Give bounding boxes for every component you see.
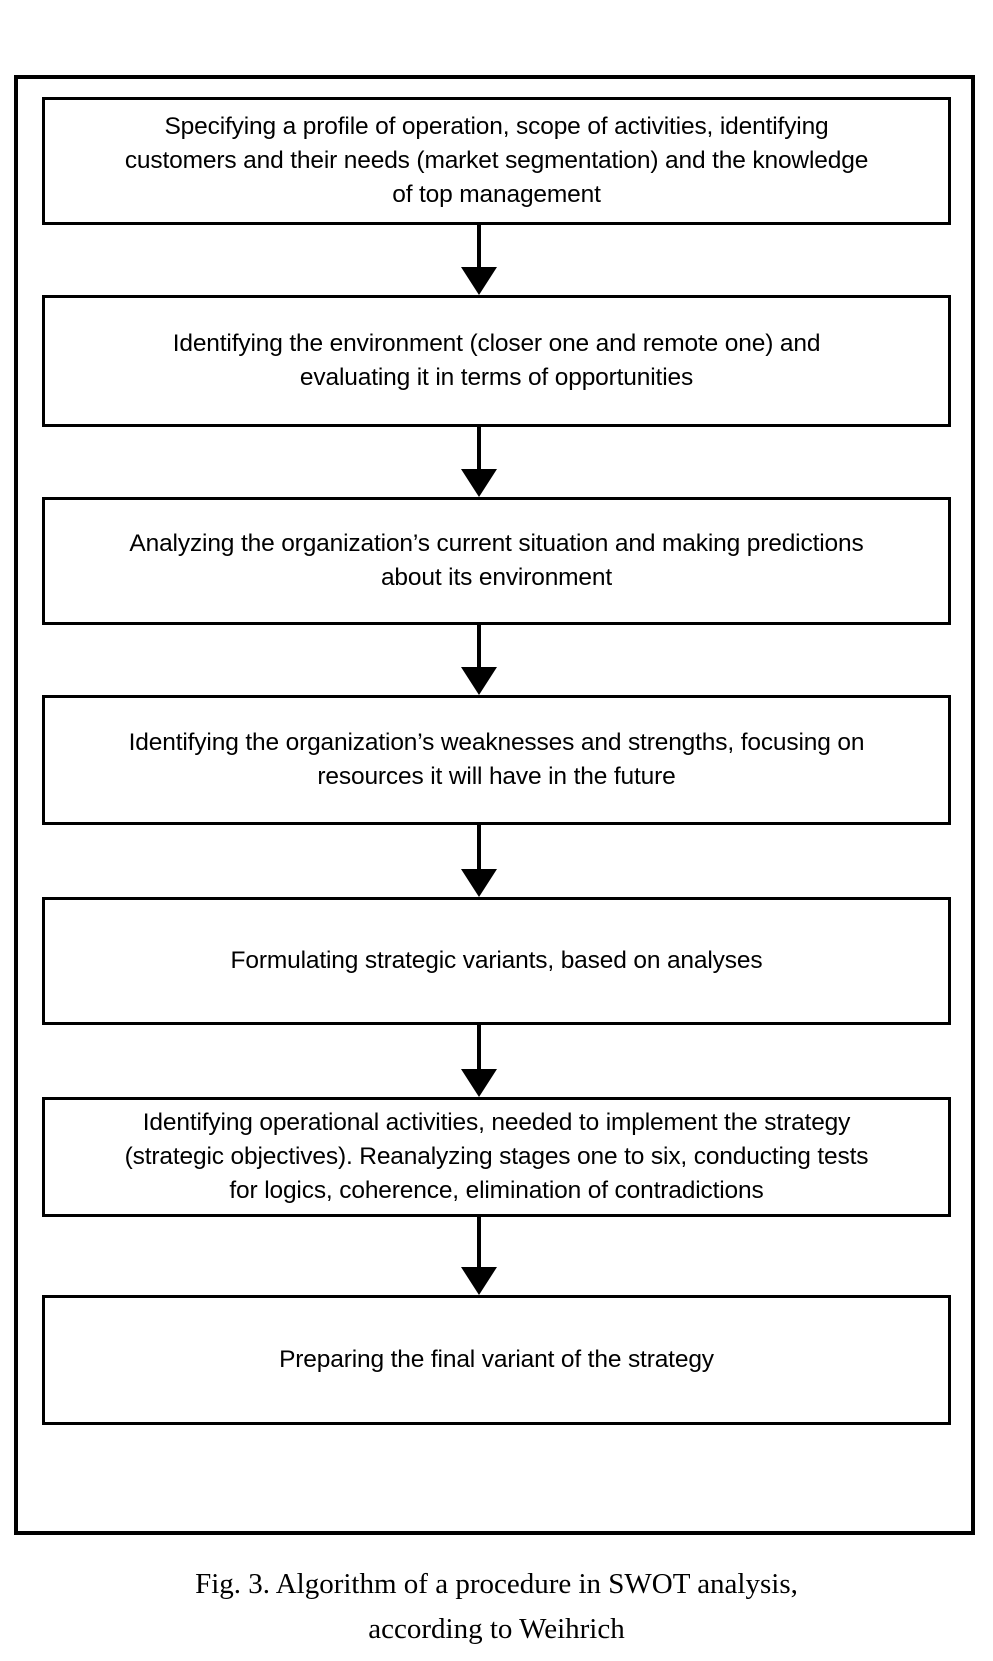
arrow-step-4-to-step-5 [461, 825, 497, 897]
arrow-stem [477, 1025, 481, 1069]
arrow-head-down-icon [461, 469, 497, 497]
figure-outer-border: Specifying a profile of operation, scope… [14, 75, 975, 1535]
flowchart-step-3: Analyzing the organization’s current sit… [42, 497, 951, 625]
arrow-head-down-icon [461, 1267, 497, 1295]
arrow-step-3-to-step-4 [461, 625, 497, 695]
flowchart-step-2-label: Identifying the environment (closer one … [172, 330, 821, 391]
arrow-head-down-icon [461, 869, 497, 897]
arrow-stem [477, 225, 481, 267]
flowchart-step-2: Identifying the environment (closer one … [42, 295, 951, 427]
arrow-stem [477, 825, 481, 869]
flowchart-step-7-label: Preparing the final variant of the strat… [279, 1346, 714, 1373]
arrow-step-5-to-step-6 [461, 1025, 497, 1097]
flowchart-step-5-label: Formulating strategic variants, based on… [230, 947, 763, 974]
arrow-head-down-icon [461, 667, 497, 695]
flowchart-step-7: Preparing the final variant of the strat… [42, 1295, 951, 1425]
flowchart-step-1-label: Specifying a profile of operation, scope… [124, 113, 869, 208]
arrow-head-down-icon [461, 267, 497, 295]
figure-caption: Fig. 3. Algorithm of a procedure in SWOT… [0, 1562, 993, 1652]
flowchart-step-5: Formulating strategic variants, based on… [42, 897, 951, 1025]
flowchart-step-4: Identifying the organization’s weaknesse… [42, 695, 951, 825]
arrow-step-2-to-step-3 [461, 427, 497, 497]
arrow-stem [477, 1217, 481, 1267]
figure-caption-line-1: Fig. 3. Algorithm of a procedure in SWOT… [195, 1568, 798, 1600]
figure-caption-line-2: according to Weihrich [368, 1613, 625, 1645]
arrow-stem [477, 427, 481, 469]
arrow-head-down-icon [461, 1069, 497, 1097]
flowchart-step-1: Specifying a profile of operation, scope… [42, 97, 951, 225]
arrow-step-6-to-step-7 [461, 1217, 497, 1295]
flowchart-step-4-label: Identifying the organization’s weaknesse… [128, 729, 865, 790]
arrow-step-1-to-step-2 [461, 225, 497, 295]
flowchart-step-6: Identifying operational activities, need… [42, 1097, 951, 1217]
flowchart-container: Specifying a profile of operation, scope… [42, 97, 951, 1517]
flowchart-step-3-label: Analyzing the organization’s current sit… [129, 530, 864, 591]
arrow-stem [477, 625, 481, 667]
flowchart-step-6-label: Identifying operational activities, need… [124, 1109, 869, 1204]
